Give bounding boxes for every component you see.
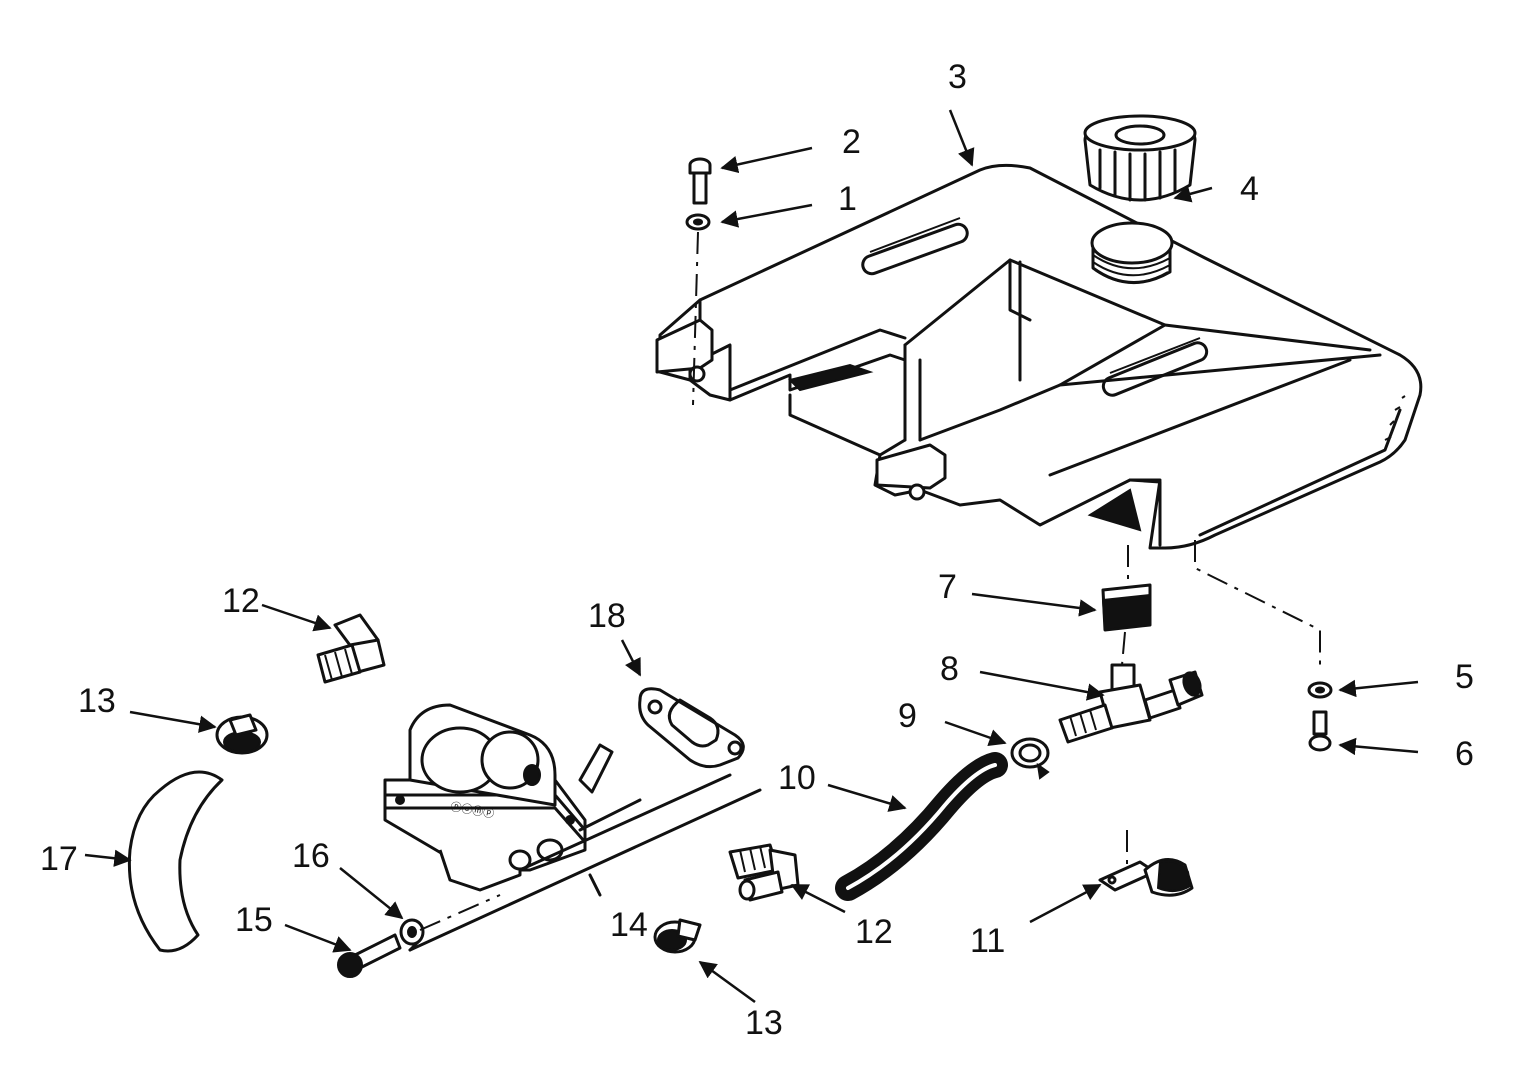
fuel-cap (1083, 114, 1197, 202)
callout-18: 18 (588, 597, 626, 635)
pump-gasket-18 (638, 687, 745, 769)
elbow-fitting-12-top (316, 613, 386, 684)
callout-leaders (84, 109, 1419, 1004)
callout-5: 5 (1455, 658, 1474, 696)
callout-17: 17 (40, 840, 78, 878)
callout-2: 2 (842, 123, 861, 161)
callout-8: 8 (940, 650, 959, 688)
callout-13-top: 13 (78, 682, 116, 720)
callout-10: 10 (778, 759, 816, 797)
hose-17 (127, 770, 224, 953)
hose-clamp-14 (653, 918, 702, 954)
callout-16: 16 (292, 837, 330, 875)
callout-3: 3 (948, 58, 967, 96)
washer-and-screw-right (1194, 540, 1333, 752)
callout-6: 6 (1455, 735, 1474, 773)
hose-bracket-11 (1098, 830, 1194, 897)
callout-13-bottom: 13 (745, 1004, 783, 1042)
callout-14: 14 (610, 906, 648, 944)
tank-fittings (1058, 545, 1204, 744)
bolt-and-washer-top (685, 157, 712, 406)
callout-12-bottom: 12 (855, 913, 893, 951)
callout-9: 9 (898, 697, 917, 735)
callout-labels: 1 2 3 4 5 6 7 8 9 10 11 12 12 13 13 14 1… (40, 58, 1474, 1042)
screw-and-washer-pump (337, 894, 501, 978)
callout-1: 1 (838, 180, 857, 218)
fuel-tank (655, 163, 1423, 550)
callout-7: 7 (938, 568, 957, 606)
fuel-hose-10 (835, 752, 1008, 901)
callout-4: 4 (1240, 170, 1259, 208)
hose-clamp-13-top (215, 713, 269, 755)
fuel-pump: ⓟⓤⓜⓟ (383, 703, 762, 952)
hose-clamp-9 (1010, 737, 1050, 780)
callout-15: 15 (235, 901, 273, 939)
callout-12-top: 12 (222, 582, 260, 620)
elbow-fitting-12-bottom (728, 843, 800, 902)
callout-11: 11 (970, 922, 1005, 960)
